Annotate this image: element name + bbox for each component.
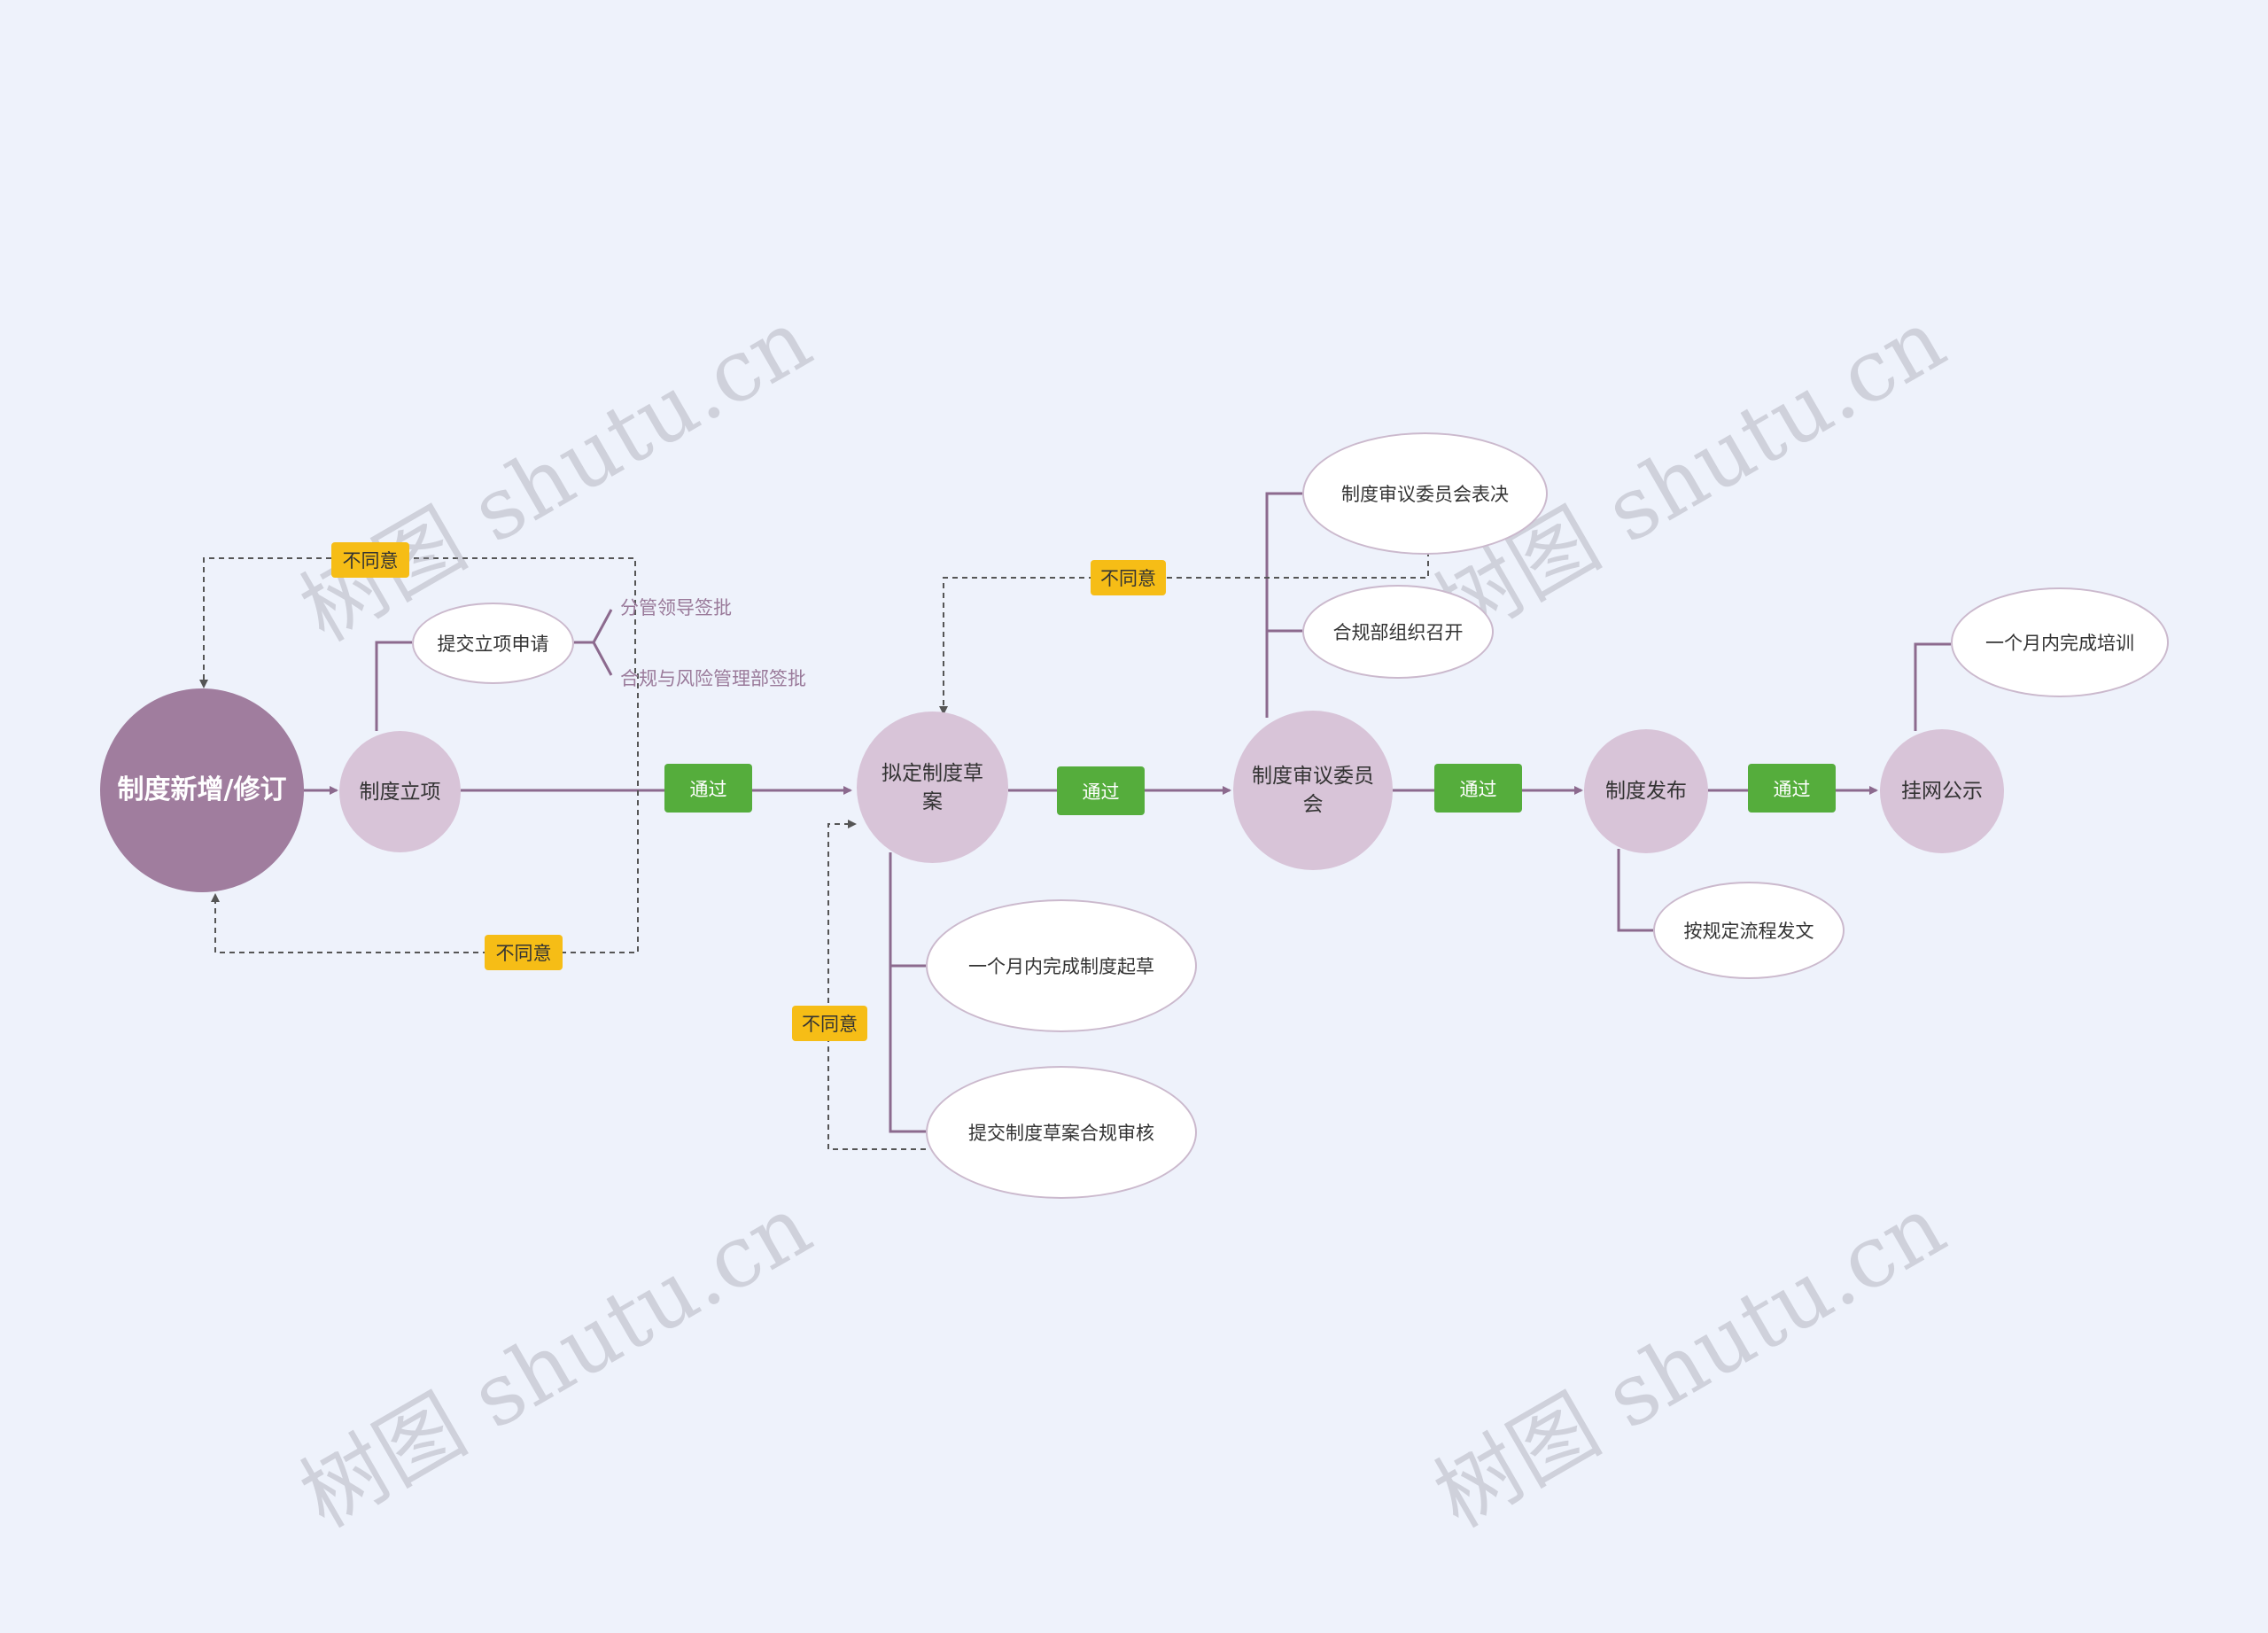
- leaf-sign-risk[interactable]: 合规与风险管理部签批: [620, 668, 806, 689]
- node-online[interactable]: 挂网公示: [1880, 729, 2004, 853]
- leaf-publish-process-label: 按规定流程发文: [1683, 921, 1814, 942]
- node-draft[interactable]: 拟定制度草案: [857, 712, 1008, 863]
- node-publish-label: 制度发布: [1605, 780, 1687, 803]
- branch-project: [375, 641, 412, 731]
- leaf-online-training[interactable]: 一个月内完成培训: [1951, 587, 2169, 697]
- branch-publish: [1617, 849, 1653, 932]
- reject-loop-draft: [827, 820, 926, 1150]
- reject-loop-review: [939, 532, 1429, 715]
- leaf-online-training-label: 一个月内完成培训: [1985, 633, 2134, 654]
- node-root-label: 制度新增/修订: [117, 774, 287, 805]
- reject-tag[interactable]: 不同意: [485, 935, 563, 970]
- leaf-draft-submit-label: 提交制度草案合规审核: [968, 1123, 1154, 1144]
- pass-tag[interactable]: 通过: [1748, 764, 1836, 813]
- leaf-publish-process[interactable]: 按规定流程发文: [1653, 882, 1845, 979]
- branch-review: [1265, 492, 1302, 718]
- leaf-submit-project-label: 提交立项申请: [437, 634, 549, 655]
- node-draft-label: 拟定制度草案: [882, 761, 983, 813]
- pass-tag[interactable]: 通过: [1434, 764, 1522, 813]
- branch-signs: [574, 609, 613, 676]
- pass-tag[interactable]: 通过: [1057, 766, 1145, 815]
- node-root[interactable]: 制度新增/修订: [100, 688, 304, 892]
- node-online-label: 挂网公示: [1901, 780, 1983, 803]
- leaf-sign-leader[interactable]: 分管领导签批: [620, 597, 732, 618]
- leaf-draft-month[interactable]: 一个月内完成制度起草: [926, 899, 1197, 1032]
- pass-tag[interactable]: 通过: [664, 764, 752, 813]
- branch-online: [1914, 642, 1951, 731]
- node-review-label: 制度审议委员会: [1252, 765, 1374, 816]
- branch-draft: [889, 852, 926, 1133]
- reject-loop-top: [199, 557, 636, 688]
- leaf-submit-project[interactable]: 提交立项申请: [412, 603, 574, 684]
- reject-tag[interactable]: 不同意: [331, 542, 409, 578]
- leaf-review-meeting[interactable]: 合规部组织召开: [1302, 585, 1494, 679]
- node-review[interactable]: 制度审议委员会: [1233, 711, 1393, 870]
- node-publish[interactable]: 制度发布: [1584, 729, 1708, 853]
- node-project-label: 制度立项: [359, 780, 441, 804]
- reject-tag[interactable]: 不同意: [1091, 560, 1166, 595]
- reject-loop-bottom: [211, 673, 639, 953]
- reject-tag[interactable]: 不同意: [792, 1006, 867, 1041]
- leaf-draft-month-label: 一个月内完成制度起草: [968, 956, 1154, 977]
- leaf-review-meeting-label: 合规部组织召开: [1332, 622, 1464, 643]
- leaf-review-vote-label: 制度审议委员会表决: [1341, 484, 1509, 505]
- leaf-review-vote[interactable]: 制度审议委员会表决: [1302, 432, 1548, 555]
- node-project[interactable]: 制度立项: [339, 731, 461, 852]
- leaf-draft-submit[interactable]: 提交制度草案合规审核: [926, 1066, 1197, 1199]
